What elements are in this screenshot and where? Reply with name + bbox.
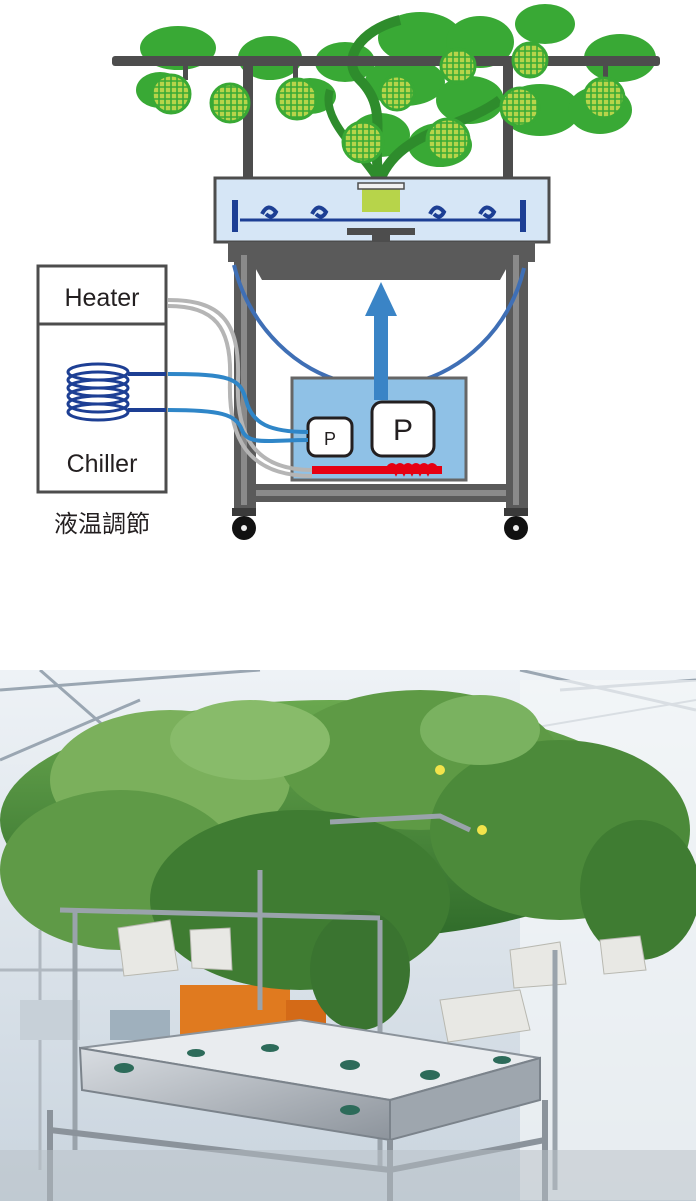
caster-wheels	[232, 508, 528, 540]
fruit-bags	[117, 919, 647, 1043]
floor	[0, 1150, 696, 1201]
temperature-control-caption: 液温調節	[54, 511, 150, 538]
heater-box: Heater	[36, 264, 168, 326]
heater-element	[312, 463, 442, 477]
chiller-coil	[66, 362, 166, 422]
melon-growing-rig-photo	[0, 670, 696, 1201]
hydroponic-system-diagram: P P Heater Chiller 液温調節	[36, 4, 660, 540]
pump-small: P	[306, 416, 354, 458]
grow-tank	[78, 1018, 541, 1142]
pump-small-label: P	[324, 429, 336, 449]
chiller-label: Chiller	[67, 450, 138, 478]
heater-label: Heater	[64, 284, 139, 312]
melon-fruits	[150, 41, 626, 164]
flow-arrow	[365, 282, 397, 400]
chiller-box: Chiller	[36, 322, 168, 494]
pump-large: P	[370, 400, 436, 458]
pump-large-label: P	[393, 414, 413, 447]
chiller-hoses	[167, 372, 309, 444]
